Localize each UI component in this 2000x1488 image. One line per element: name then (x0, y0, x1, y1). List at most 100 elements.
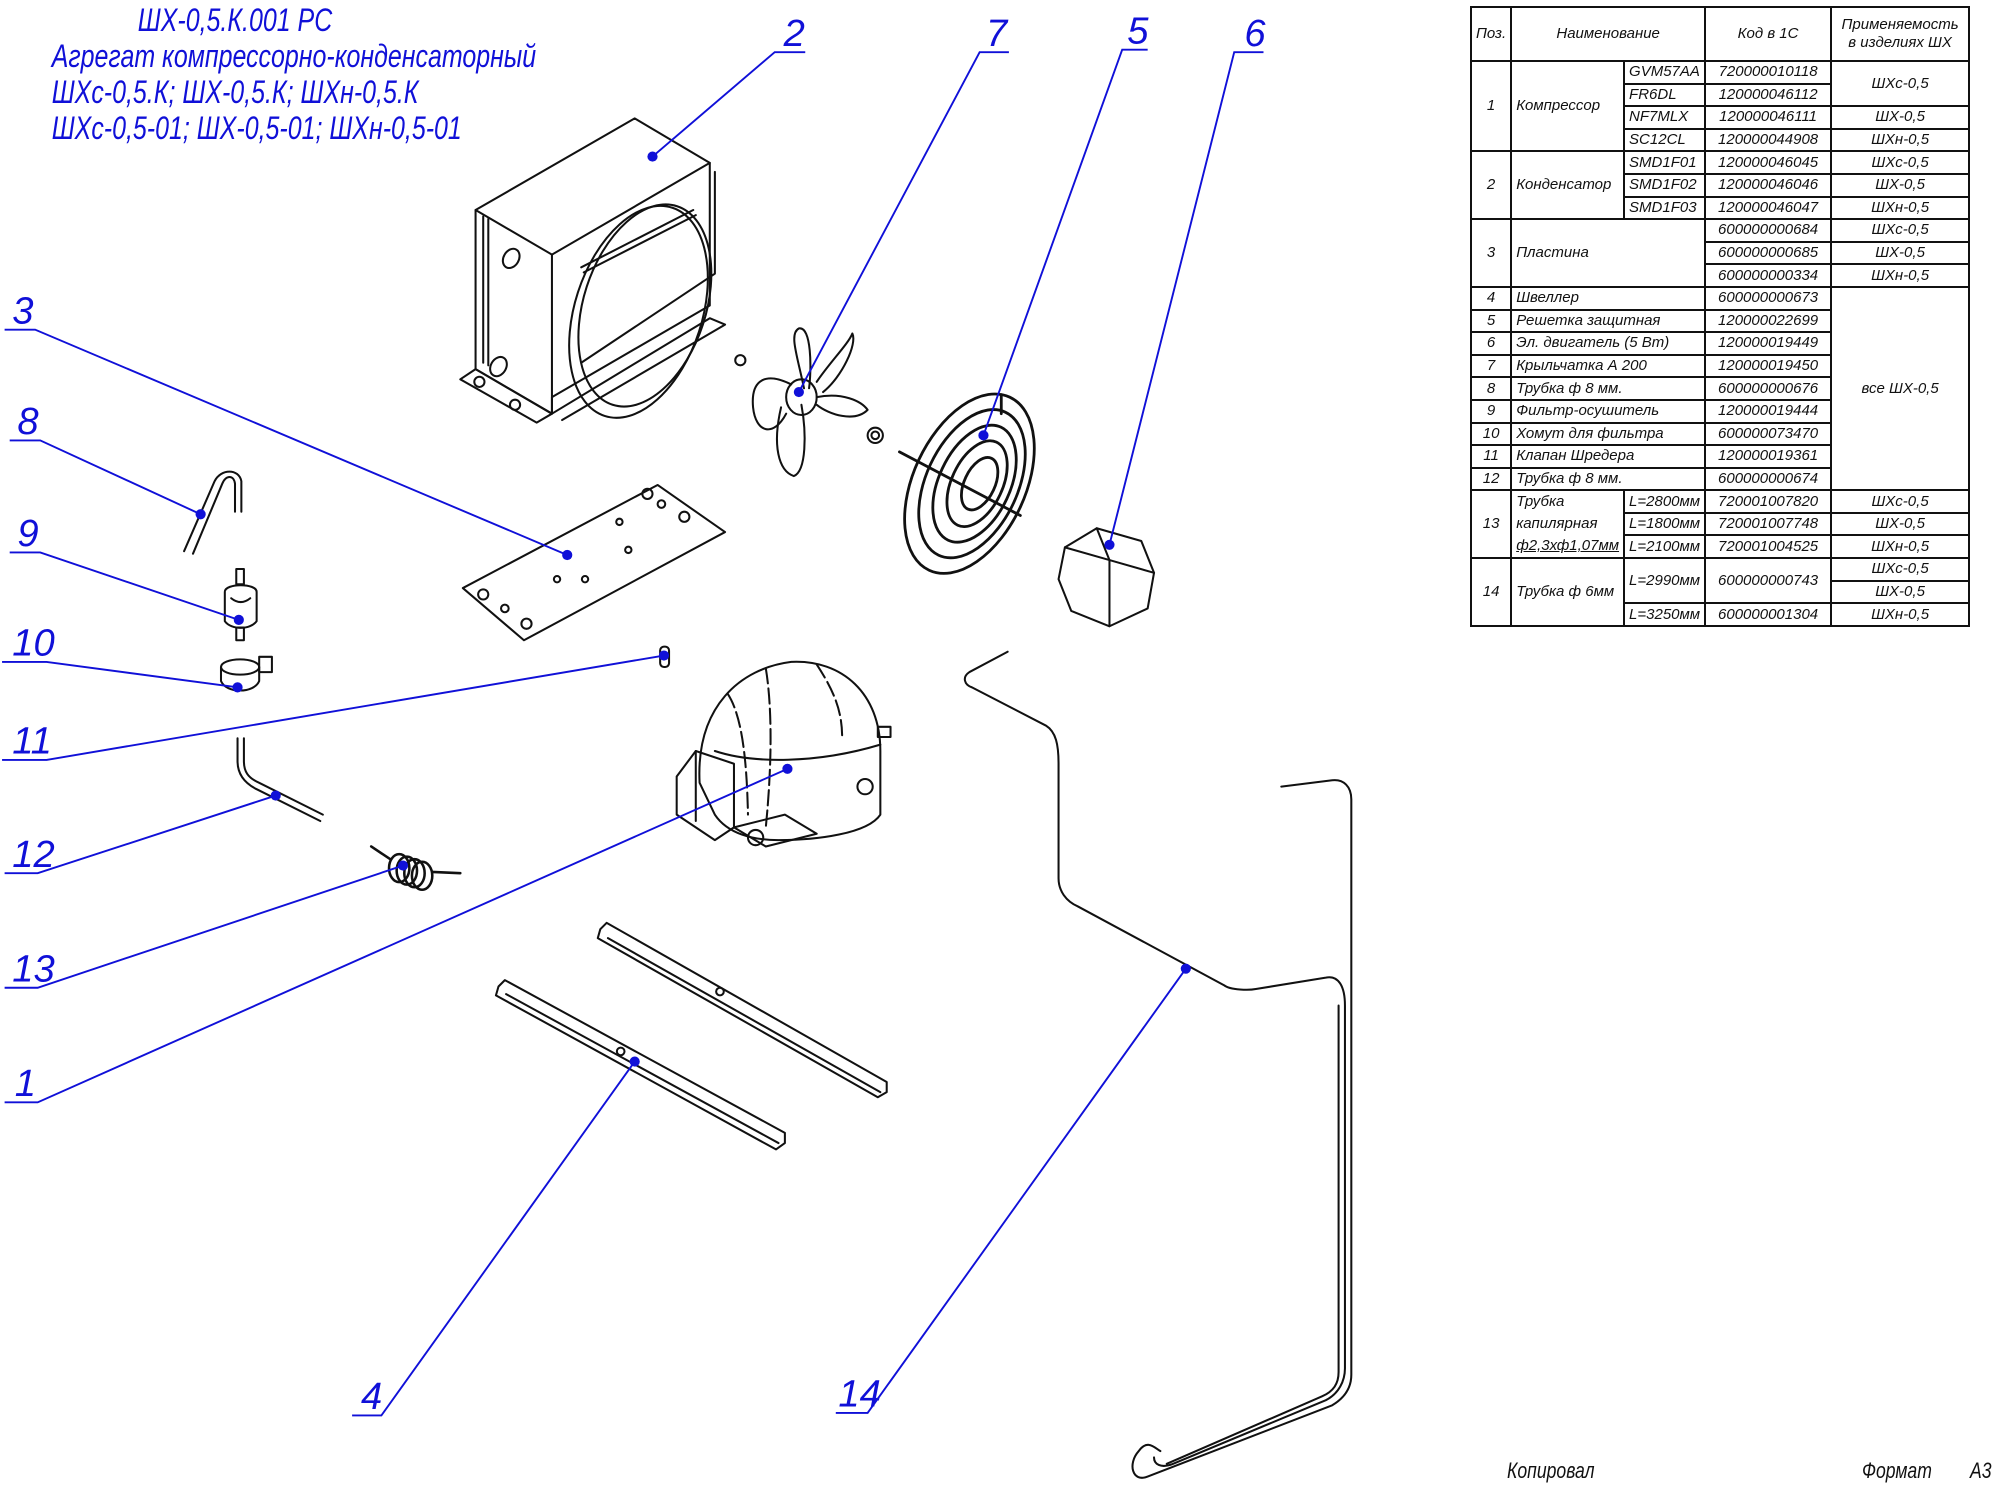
row-name: Трубка (1510, 489, 1626, 513)
fan-impeller-part (734, 327, 884, 478)
row-app: ШХ-0,5 (1830, 579, 1971, 605)
row-pos: 6 (1469, 331, 1513, 356)
row-code: 600000000685 (1704, 240, 1833, 266)
table-row: капилярная L=1800мм 720001007748 ШХ-0,5 (1471, 511, 1971, 537)
copied-by-label: Копировал (1507, 1458, 1595, 1483)
leader-line-13 (4, 864, 404, 989)
row-name: Компрессор (1510, 59, 1626, 153)
callout-label-9: 9 (17, 512, 38, 555)
row-name: капилярная (1510, 512, 1626, 536)
row-name: Решетка защитная (1510, 308, 1707, 334)
callout-dot-3 (562, 549, 573, 561)
row-pos: 1 (1469, 59, 1513, 153)
row-variant: L=2990мм (1623, 557, 1707, 605)
drawing-number: ШХ-0,5.К.001 РС (137, 2, 333, 38)
row-app: ШХн-0,5 (1830, 263, 1971, 288)
row-pos: 8 (1469, 376, 1513, 401)
row-name: Клапан Шредера (1510, 444, 1707, 469)
table-row: 5 Решетка защитная 120000022699 (1469, 308, 1969, 334)
row-pos: 7 (1469, 353, 1513, 379)
callout-dot-4 (629, 1056, 640, 1067)
callout-label-2: 2 (783, 12, 805, 55)
row-variant: L=1800мм (1623, 511, 1707, 537)
row-variant: GVM57AA (1623, 60, 1707, 85)
callout-dot-8 (195, 509, 206, 520)
row-pos: 2 (1469, 150, 1513, 221)
row-pos: 3 (1469, 218, 1513, 288)
leader-line-8 (9, 439, 202, 516)
leader-line-9 (9, 551, 240, 621)
drawing-models-2: ШХс-0,5-01; ШХ-0,5-01; ШХн-0,5-01 (51, 110, 462, 146)
tube-8-part (183, 470, 243, 553)
leader-line-3 (4, 328, 568, 556)
row-app: ШХн-0,5 (1830, 195, 1971, 221)
callout-label-5: 5 (1127, 9, 1149, 52)
row-code: 600000073470 (1704, 421, 1833, 447)
callout-dot-11 (658, 650, 670, 661)
row-app: ШХ-0,5 (1830, 511, 1971, 537)
row-code: 120000022699 (1704, 308, 1833, 334)
row-code: 120000019444 (1704, 398, 1833, 424)
row-code: 120000046112 (1704, 82, 1833, 108)
row-code: 600000000684 (1704, 218, 1833, 243)
callout-label-6: 6 (1244, 12, 1266, 55)
tube-8-inner (191, 476, 237, 555)
row-app: ШХс-0,5 (1830, 59, 1971, 108)
row-variant: L=3250мм (1623, 602, 1707, 627)
row-pos: 9 (1469, 398, 1513, 424)
callout-label-10: 10 (12, 622, 54, 665)
table-header-row: Поз. Наименование Код в 1С Применяемость… (1469, 6, 1971, 62)
row-variant: L=2100мм (1623, 534, 1707, 560)
callout-label-1: 1 (15, 1062, 36, 1105)
table-row: FR6DL 120000046112 (1471, 82, 1969, 108)
row-app: ШХ-0,5 (1830, 172, 1971, 198)
header-pos: Поз. (1469, 6, 1513, 62)
row-app: ШХ-0,5 (1830, 105, 1971, 130)
callout-dot-6 (1104, 539, 1115, 550)
row-pos: 12 (1469, 466, 1513, 492)
row-app: ШХ-0,5 (1830, 240, 1971, 266)
table-row: 2 Конденсатор SMD1F01 120000046045 ШХс-0… (1469, 150, 1971, 221)
leader-line-6 (1108, 51, 1264, 546)
row-code: 600000001304 (1704, 602, 1833, 627)
callout-label-11: 11 (12, 720, 52, 763)
callout-label-14: 14 (838, 1373, 880, 1416)
row-app: ШХс-0,5 (1830, 489, 1971, 514)
row-name: Трубка ф 8 мм. (1510, 376, 1707, 401)
format-label: Формат (1862, 1458, 1932, 1483)
callout-label-8: 8 (17, 400, 38, 443)
table-row: 14 Трубка ф 6мм L=2990мм 600000000743 ШХ… (1469, 557, 1971, 627)
row-variant: SMD1F01 (1623, 150, 1707, 175)
row-name: Крыльчатка А 200 (1510, 353, 1707, 379)
leader-line-11 (2, 654, 665, 761)
row-name: Трубка ф 6мм (1510, 557, 1626, 627)
table-row: 4 Швеллер 600000000673 все ШХ-0,5 (1469, 285, 1971, 492)
drawing-title-block: ШХ-0,5.К.001 РС Агрегат компрессорно-кон… (0, 0, 536, 146)
tube-12-part (236, 737, 322, 823)
row-pos: 14 (1469, 557, 1513, 627)
row-code: 720001004525 (1704, 534, 1833, 560)
row-variant: SMD1F03 (1623, 195, 1707, 221)
row-code: 120000044908 (1704, 127, 1833, 153)
row-code: 120000046046 (1704, 172, 1833, 198)
row-variant: FR6DL (1623, 82, 1707, 108)
channel-rail-part (494, 921, 888, 1151)
table-row: 600000000334 ШХн-0,5 (1471, 263, 1971, 288)
leader-line-4 (352, 1061, 636, 1417)
row-app: ШХн-0,5 (1830, 127, 1971, 153)
callout-label-13: 13 (12, 947, 54, 990)
callout-dot-14 (1180, 963, 1191, 974)
row-variant: NF7MLX (1623, 105, 1707, 130)
row-code: 120000019449 (1704, 331, 1833, 356)
callout-dot-10 (232, 682, 243, 693)
leader-line-12 (4, 794, 277, 875)
condenser-part (459, 117, 727, 424)
row-code: 600000000673 (1704, 285, 1833, 311)
row-code: 600000000334 (1704, 263, 1833, 288)
row-name: Пластина (1510, 218, 1707, 288)
callout-dot-2 (647, 151, 658, 162)
callout-dot-12 (270, 790, 281, 801)
leader-line-2 (651, 51, 806, 158)
row-pos: 11 (1469, 444, 1513, 469)
